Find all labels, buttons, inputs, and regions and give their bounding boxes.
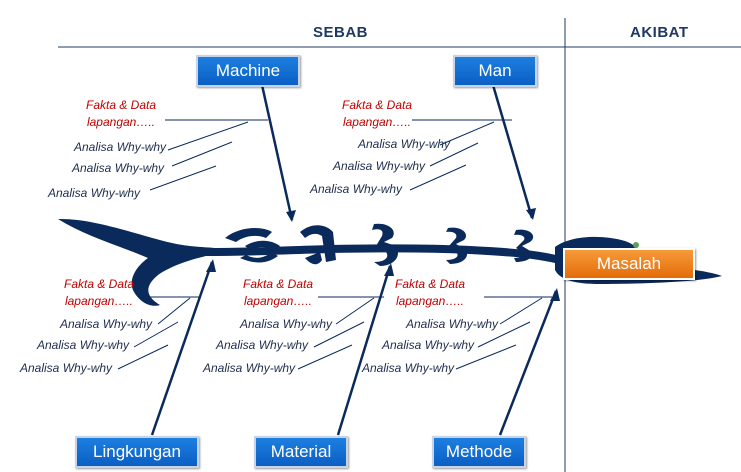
lingkungan-why-2: Analisa Why-why: [37, 338, 130, 352]
fakta-line-2: lapangan…..: [243, 294, 313, 308]
category-lingkungan: Lingkungan: [75, 436, 199, 468]
effect-header: AKIBAT: [630, 24, 689, 41]
fakta-line-2: lapangan…..: [64, 294, 134, 308]
methode-fakta: Fakta & Data lapangan…..: [385, 276, 475, 310]
fish-rib: [300, 225, 336, 262]
lingkungan-why-3: Analisa Why-why: [20, 361, 113, 375]
machine-why-1: Analisa Why-why: [74, 140, 167, 154]
fish-rib: [305, 252, 322, 265]
material-arrow: [336, 265, 392, 436]
effect-masalah: Masalah: [563, 248, 695, 280]
fish-rib: [240, 252, 278, 263]
fish-rib: [372, 223, 399, 266]
category-methode: Methode: [432, 436, 526, 468]
machine-arrow: [260, 84, 294, 221]
fakta-line-2: lapangan…..: [395, 294, 465, 308]
fakta-line-2: lapangan…..: [86, 115, 156, 129]
fish-rib: [225, 228, 272, 242]
methode-arrowhead: [550, 288, 560, 301]
man-fakta: Fakta & Data lapangan…..: [332, 97, 422, 131]
methode-why-1: Analisa Why-why: [406, 317, 499, 331]
man-arrow: [491, 84, 534, 219]
machine-fakta: Fakta & Data lapangan…..: [76, 97, 166, 131]
machine-why-2: Analisa Why-why: [72, 161, 165, 175]
fish-rib: [514, 229, 534, 262]
fish-tail: [58, 218, 215, 306]
lingkungan-fakta: Fakta & Data lapangan…..: [54, 276, 144, 310]
methode-why-2: Analisa Why-why: [382, 338, 475, 352]
man-why-1: Analisa Why-why: [358, 137, 451, 151]
fakta-line-1: Fakta & Data: [63, 277, 135, 291]
man-why-3: Analisa Why-why: [310, 182, 403, 196]
fakta-line-1: Fakta & Data: [242, 277, 314, 291]
man-why-2: Analisa Why-why: [333, 159, 426, 173]
material-why-2: Analisa Why-why: [216, 338, 309, 352]
category-man: Man: [453, 55, 537, 87]
lingkungan-arrow: [150, 261, 214, 436]
material-arrowhead: [384, 263, 394, 276]
fish-eye: [633, 242, 639, 248]
category-machine: Machine: [196, 55, 300, 87]
material-why-1: Analisa Why-why: [240, 317, 333, 331]
machine-arrowhead: [286, 210, 296, 222]
cause-header: SEBAB: [313, 24, 369, 41]
man-arrowhead: [526, 208, 536, 220]
fakta-line-1: Fakta & Data: [394, 277, 466, 291]
fakta-line-1: Fakta & Data: [85, 98, 157, 112]
fish-rib: [245, 240, 280, 250]
methode-arrow: [498, 290, 558, 436]
lingkungan-why-1: Analisa Why-why: [60, 317, 153, 331]
methode-why-3: Analisa Why-why: [362, 361, 455, 375]
fakta-line-2: lapangan…..: [342, 115, 412, 129]
machine-why-3: Analisa Why-why: [48, 186, 141, 200]
material-why-3: Analisa Why-why: [203, 361, 296, 375]
fakta-line-1: Fakta & Data: [341, 98, 413, 112]
category-material: Material: [254, 436, 348, 468]
fish-rib: [446, 227, 468, 264]
material-fakta: Fakta & Data lapangan…..: [233, 276, 323, 310]
lingkungan-arrowhead: [206, 259, 216, 272]
